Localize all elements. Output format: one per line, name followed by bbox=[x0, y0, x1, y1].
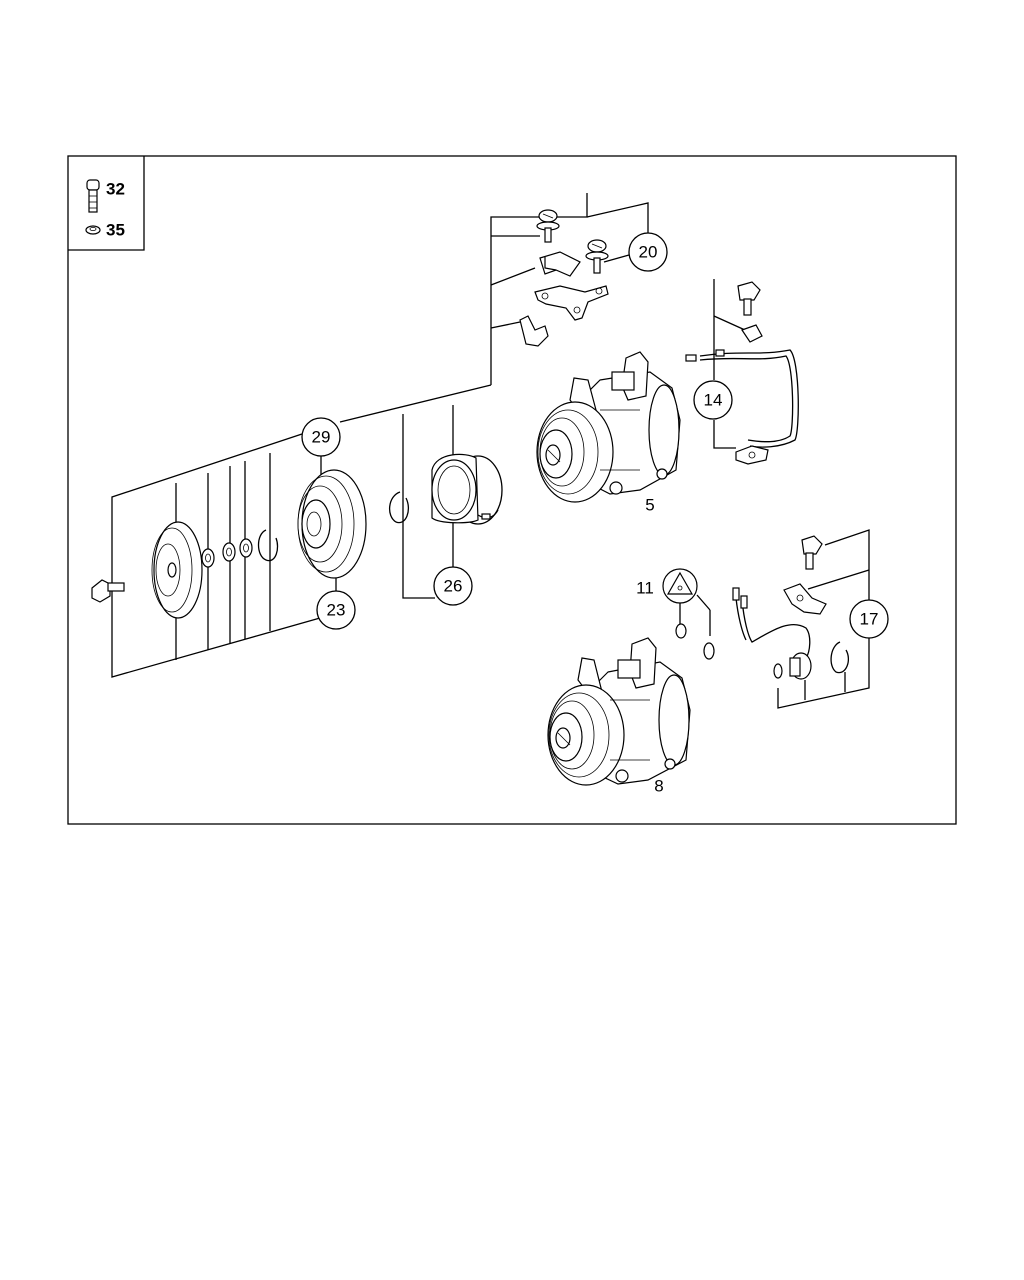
legend-box: 32 35 bbox=[68, 156, 145, 251]
callout-circle-20 bbox=[628, 232, 668, 272]
legend-label-35: 35 bbox=[106, 221, 125, 240]
compressor-8 bbox=[547, 637, 691, 786]
label-11: 11 bbox=[636, 579, 654, 598]
callout-circle-26 bbox=[433, 566, 473, 606]
switch-bolt bbox=[801, 535, 823, 570]
label-5: 5 bbox=[645, 496, 654, 515]
shim-washers bbox=[201, 538, 253, 568]
callout-14: 14 bbox=[704, 391, 723, 410]
callout-26: 26 bbox=[444, 577, 463, 596]
callout-circle-14 bbox=[693, 380, 733, 420]
clutch-bolt bbox=[91, 579, 125, 603]
label-8: 8 bbox=[654, 777, 663, 796]
sensor-bolt bbox=[737, 281, 761, 316]
bracket-bolt-2 bbox=[585, 239, 609, 274]
washer-icon bbox=[85, 225, 101, 235]
callout-23: 23 bbox=[327, 601, 346, 620]
callout-17: 17 bbox=[860, 610, 879, 629]
mounting-bracket-upper bbox=[539, 251, 581, 277]
bolt-icon bbox=[86, 179, 100, 213]
bracket-bolt-1 bbox=[536, 209, 560, 243]
sensor-clip bbox=[741, 324, 763, 343]
callout-circle-17 bbox=[849, 599, 889, 639]
mounting-bracket-lower bbox=[519, 315, 549, 347]
retaining-ring bbox=[389, 491, 410, 524]
compressor-5 bbox=[536, 351, 681, 503]
field-coil bbox=[431, 453, 503, 525]
callout-circle-29 bbox=[301, 417, 341, 457]
mounting-bracket-plate bbox=[534, 285, 609, 321]
harness-14-leaders bbox=[713, 279, 746, 449]
switch-snap-ring bbox=[830, 641, 850, 674]
switch-group-17-leaders bbox=[777, 529, 870, 709]
snap-ring bbox=[257, 529, 279, 562]
switch-bracket bbox=[783, 583, 827, 615]
diagram-frame bbox=[67, 155, 957, 825]
callout-29: 29 bbox=[312, 428, 331, 447]
pulley bbox=[297, 469, 367, 579]
callout-20: 20 bbox=[639, 243, 658, 262]
valve-11 bbox=[662, 568, 715, 660]
wire-harness-14 bbox=[685, 349, 799, 465]
armature-plate bbox=[151, 521, 203, 619]
legend-label-32: 32 bbox=[106, 180, 125, 199]
callout-circle-23 bbox=[316, 590, 356, 630]
switch-harness bbox=[732, 587, 812, 680]
